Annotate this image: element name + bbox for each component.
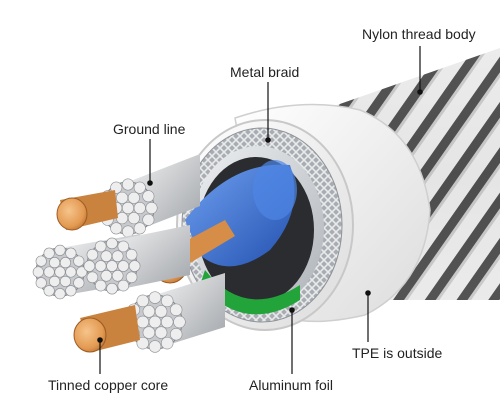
tinned-strand — [148, 291, 162, 304]
label-tpe-is-outside: TPE is outside — [352, 345, 443, 361]
tinned-strand — [73, 277, 85, 289]
tinned-strand — [100, 270, 113, 282]
tinned-strand — [106, 282, 118, 295]
tinned-strand — [142, 190, 155, 203]
tinned-strand — [160, 336, 174, 350]
tinned-strand — [43, 266, 55, 278]
label-metal-braid: Metal braid — [230, 64, 300, 80]
label-ground-line: Ground line — [113, 121, 186, 137]
tinned-strand — [154, 305, 168, 318]
copper-core-top — [56, 190, 118, 231]
tinned-strand — [142, 326, 156, 339]
tinned-strand — [136, 336, 150, 350]
tinned-strand — [125, 248, 138, 261]
tinned-strand — [65, 285, 77, 297]
label-nylon-thread-body: Nylon thread body — [362, 26, 476, 42]
tinned-strand — [83, 260, 96, 272]
tinned-strand — [173, 315, 186, 329]
tinned-strand — [154, 326, 168, 339]
tinned-strand — [127, 212, 140, 225]
tinned-strand — [136, 315, 150, 329]
tinned-strand — [94, 279, 107, 292]
tinned-strand — [136, 294, 150, 308]
tinned-strand — [94, 240, 107, 253]
tinned-strand — [32, 266, 44, 278]
tinned-strand — [100, 250, 113, 262]
tinned-strand — [142, 213, 155, 226]
tinned-strand — [125, 271, 138, 284]
tinned-strand — [128, 260, 141, 272]
tinned-strand — [86, 271, 99, 284]
tinned-strand — [43, 285, 55, 297]
label-tinned-copper-core: Tinned copper core — [48, 377, 169, 393]
tinned-strand — [49, 257, 61, 269]
tinned-strand — [116, 191, 129, 204]
tinned-strand — [65, 266, 77, 278]
tinned-strand — [145, 202, 158, 214]
tinned-strand — [35, 277, 47, 289]
tinned-strand — [133, 222, 146, 235]
tinned-strand — [133, 202, 146, 214]
tinned-strand — [117, 260, 130, 272]
tinned-strand — [76, 266, 88, 278]
tinned-strand — [142, 305, 156, 318]
tinned-strand — [59, 257, 71, 269]
leader-lines — [97, 46, 423, 374]
tinned-strand — [86, 248, 99, 261]
tinned-strand — [43, 247, 55, 259]
tinned-strand — [160, 315, 174, 329]
tinned-strand — [106, 237, 118, 250]
tinned-strand — [73, 255, 85, 267]
tinned-strand — [111, 250, 124, 262]
tinned-strand — [35, 255, 47, 267]
tinned-strand — [116, 212, 129, 225]
tinned-strand — [122, 178, 134, 191]
label-aluminum-foil: Aluminum foil — [249, 377, 334, 393]
tinned-strand — [117, 279, 130, 292]
tinned-strand — [160, 294, 174, 308]
tinned-strand — [54, 288, 66, 300]
tinned-strand — [106, 260, 118, 272]
tinned-strand — [110, 222, 123, 235]
tinned-strand — [65, 247, 77, 259]
tinned-strand — [54, 244, 66, 256]
tinned-strand — [111, 270, 124, 282]
copper-core-bottom — [73, 305, 140, 353]
tinned-strand — [59, 275, 71, 287]
tinned-strand — [169, 303, 183, 317]
tinned-strand — [127, 191, 140, 204]
tinned-strand — [122, 202, 134, 214]
tinned-strand — [94, 260, 107, 272]
tinned-strand — [148, 340, 162, 353]
tinned-strand — [169, 328, 183, 341]
tinned-strand — [133, 181, 146, 194]
tinned-strand — [148, 315, 162, 329]
tinned-strand — [54, 266, 66, 278]
tinned-strand — [117, 240, 130, 253]
tinned-strand — [49, 275, 61, 287]
